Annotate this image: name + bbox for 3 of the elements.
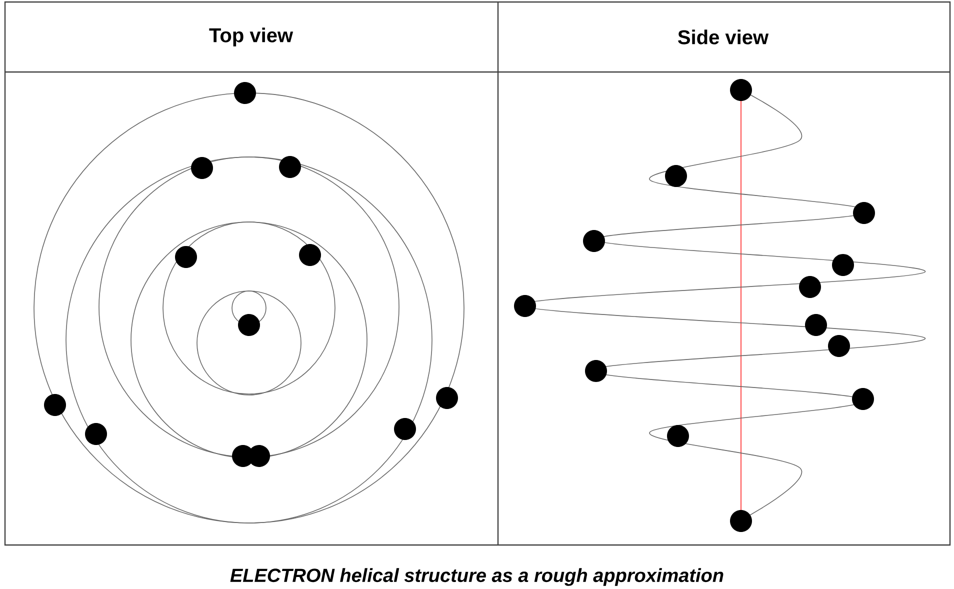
column-heading: Top view <box>209 28 294 46</box>
column-heading: Side view <box>678 30 769 44</box>
caption: ELECTRON helical structure as a rough approximation <box>230 568 724 586</box>
